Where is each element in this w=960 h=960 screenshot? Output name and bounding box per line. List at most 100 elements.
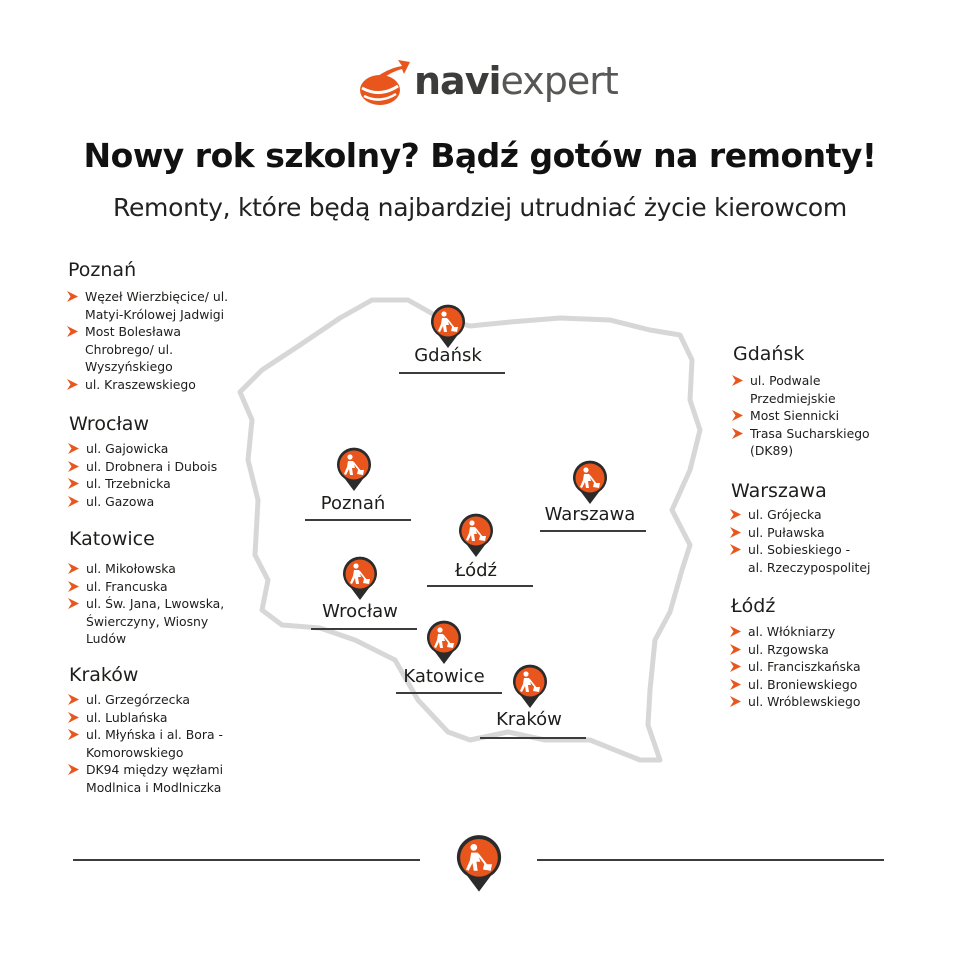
chevron-right-icon (67, 326, 78, 338)
list-item: ul. Trzebnicka (67, 475, 217, 493)
list-item-text: ul. Drobnera i Dubois (86, 458, 218, 474)
list-item: ul. Mikołowska (67, 560, 224, 578)
list-item: ul. Grzegórzecka (67, 691, 223, 709)
list-item-text: ul. Franciszkańska (748, 659, 861, 675)
map-city-underline (540, 530, 646, 532)
right-group-title: Łódź (731, 595, 776, 617)
chevron-right-icon (67, 378, 78, 390)
list-item-text: DK94 między węzłami Modlnica i Modlniczk… (86, 762, 224, 795)
list-item: ul. Broniewskiego (729, 676, 861, 694)
list-item: ul. Franciszkańska (729, 658, 861, 676)
list-item: ul. Kraszewskiego (66, 376, 228, 394)
roadworks-pin-icon (334, 446, 374, 492)
list-item-text: ul. Gazowa (86, 493, 155, 509)
footer-line-right (537, 859, 884, 861)
chevron-right-icon (68, 598, 79, 610)
chevron-right-icon (730, 678, 741, 690)
list-item-text: ul. Lublańska (86, 709, 168, 725)
list-item-text: ul. Sobieskiego - al. Rzeczypospolitej (748, 542, 871, 575)
right-group-title: Warszawa (731, 480, 827, 502)
list-item-text: Węzeł Wierzbięcice/ ul. Matyi-Królowej J… (85, 289, 229, 322)
map-city-label: Gdańsk (414, 345, 482, 366)
list-item: ul. Podwale Przedmiejskie (731, 372, 870, 407)
chevron-right-icon (730, 544, 741, 556)
left-group-list: Węzeł Wierzbięcice/ ul. Matyi-Królowej J… (66, 288, 228, 394)
map-city-label: Poznań (320, 493, 386, 514)
list-item-text: Trasa Sucharskiego (DK89) (750, 425, 870, 459)
list-item: al. Włókniarzy (729, 623, 861, 641)
map-city-underline (396, 692, 502, 694)
map-city-label: Wrocław (322, 601, 398, 622)
right-group-list: ul. Grójecka ul. Puławska ul. Sobieskiego … (729, 506, 870, 576)
list-item: Trasa Sucharskiego (DK89) (731, 425, 870, 460)
footer-pin (453, 833, 505, 893)
left-group-title: Kraków (69, 664, 139, 686)
roadworks-pin-icon (570, 459, 610, 505)
chevron-right-icon (730, 661, 741, 673)
list-item: ul. Młyńska i al. Bora - Komorowskiego (67, 726, 223, 761)
list-item: ul. Św. Jana, Lwowska, Świerczyny, Wiosn… (67, 595, 224, 648)
chevron-right-icon (730, 526, 741, 538)
list-item-text: ul. Grzegórzecka (86, 692, 191, 707)
chevron-right-icon (732, 410, 743, 422)
right-group-title: Gdańsk (733, 343, 805, 365)
list-item: ul. Drobnera i Dubois (67, 458, 217, 476)
list-item: Most Bolesława Chrobrego/ ul. Wyszyńskie… (66, 323, 228, 376)
chevron-right-icon (68, 443, 79, 454)
map-city-underline (427, 585, 533, 587)
list-item-text: Most Bolesława Chrobrego/ ul. Wyszyńskie… (85, 324, 181, 375)
list-item: ul. Wróblewskiego (729, 693, 861, 711)
chevron-right-icon (68, 694, 79, 705)
map-city-underline (480, 737, 586, 739)
list-item: ul. Gazowa (67, 493, 217, 511)
chevron-right-icon (730, 643, 741, 655)
list-item: Węzeł Wierzbięcice/ ul. Matyi-Królowej J… (66, 288, 228, 323)
list-item-text: ul. Gajowicka (86, 441, 169, 456)
page-title: Nowy rok szkolny? Bądź gotów na remonty! (83, 136, 877, 175)
map-city-label: Łódź (454, 560, 497, 581)
chevron-right-icon (732, 375, 743, 386)
chevron-right-icon (730, 626, 741, 637)
map-city-underline (305, 519, 411, 521)
map-city-underline (311, 628, 417, 630)
chevron-right-icon (732, 427, 743, 439)
chevron-right-icon (68, 580, 79, 592)
naviexpert-logo: naviexpert (358, 56, 619, 108)
list-item-text: ul. Rzgowska (748, 641, 829, 657)
list-item: ul. Lublańska (67, 709, 223, 727)
list-item-text: ul. Grójecka (748, 507, 822, 522)
roadworks-pin-icon (428, 303, 468, 349)
list-item: ul. Gajowicka (67, 440, 217, 458)
left-group-list: ul. Grzegórzecka ul. Lublańska ul. Młyńska… (67, 691, 223, 797)
chevron-right-icon (68, 495, 79, 507)
list-item-text: ul. Francuska (86, 578, 168, 594)
list-item-text: ul. Wróblewskiego (748, 694, 861, 710)
chevron-right-icon (68, 711, 79, 723)
page-subtitle: Remonty, które będą najbardziej utrudnia… (113, 193, 847, 222)
chevron-right-icon (68, 729, 79, 741)
chevron-right-icon (68, 764, 79, 776)
left-group-title: Wrocław (69, 413, 149, 435)
roadworks-pin-icon (456, 512, 496, 558)
brand-wordmark: naviexpert (414, 59, 619, 103)
roadworks-pin-icon (424, 619, 464, 665)
list-item-text: ul. Młyńska i al. Bora - Komorowskiego (86, 727, 223, 760)
list-item: ul. Puławska (729, 524, 870, 542)
logo-icon (360, 60, 410, 105)
map-city-label: Kraków (496, 709, 562, 730)
list-item: ul. Grójecka (729, 506, 870, 524)
list-item: ul. Francuska (67, 578, 224, 596)
left-group-title: Poznań (68, 259, 137, 281)
footer-line-left (73, 859, 420, 861)
list-item: Most Siennicki (731, 407, 870, 425)
list-item-text: ul. Podwale Przedmiejskie (750, 373, 836, 406)
list-item-text: ul. Kraszewskiego (85, 376, 196, 392)
list-item-text: ul. Puławska (748, 524, 825, 540)
list-item: ul. Rzgowska (729, 641, 861, 659)
list-item-text: ul. Broniewskiego (748, 676, 858, 692)
roadworks-pin-icon (340, 555, 380, 601)
